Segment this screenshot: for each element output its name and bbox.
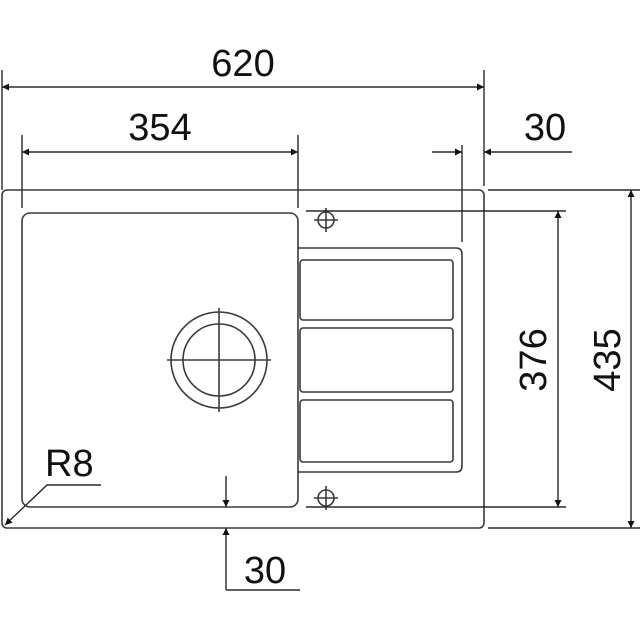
extension-lines bbox=[1, 70, 640, 529]
bowl-outline bbox=[21, 212, 299, 508]
radius-leader bbox=[4, 484, 101, 526]
sink-outline bbox=[1, 189, 485, 529]
tap-hole-bottom-icon bbox=[314, 486, 338, 510]
dim-label-inner-depth: 376 bbox=[513, 328, 555, 391]
dim-label-corner-radius: R8 bbox=[45, 443, 94, 485]
dim-label-overall-depth: 435 bbox=[587, 328, 629, 391]
dim-label-rim-right: 30 bbox=[524, 107, 566, 149]
tap-hole-top-icon bbox=[314, 208, 338, 232]
drainer-board bbox=[298, 247, 463, 473]
dim-label-overall-width: 620 bbox=[211, 43, 274, 85]
dim-label-bowl-width: 354 bbox=[128, 107, 191, 149]
dim-label-rim-bottom: 30 bbox=[244, 550, 286, 592]
drain-icon bbox=[167, 308, 271, 412]
